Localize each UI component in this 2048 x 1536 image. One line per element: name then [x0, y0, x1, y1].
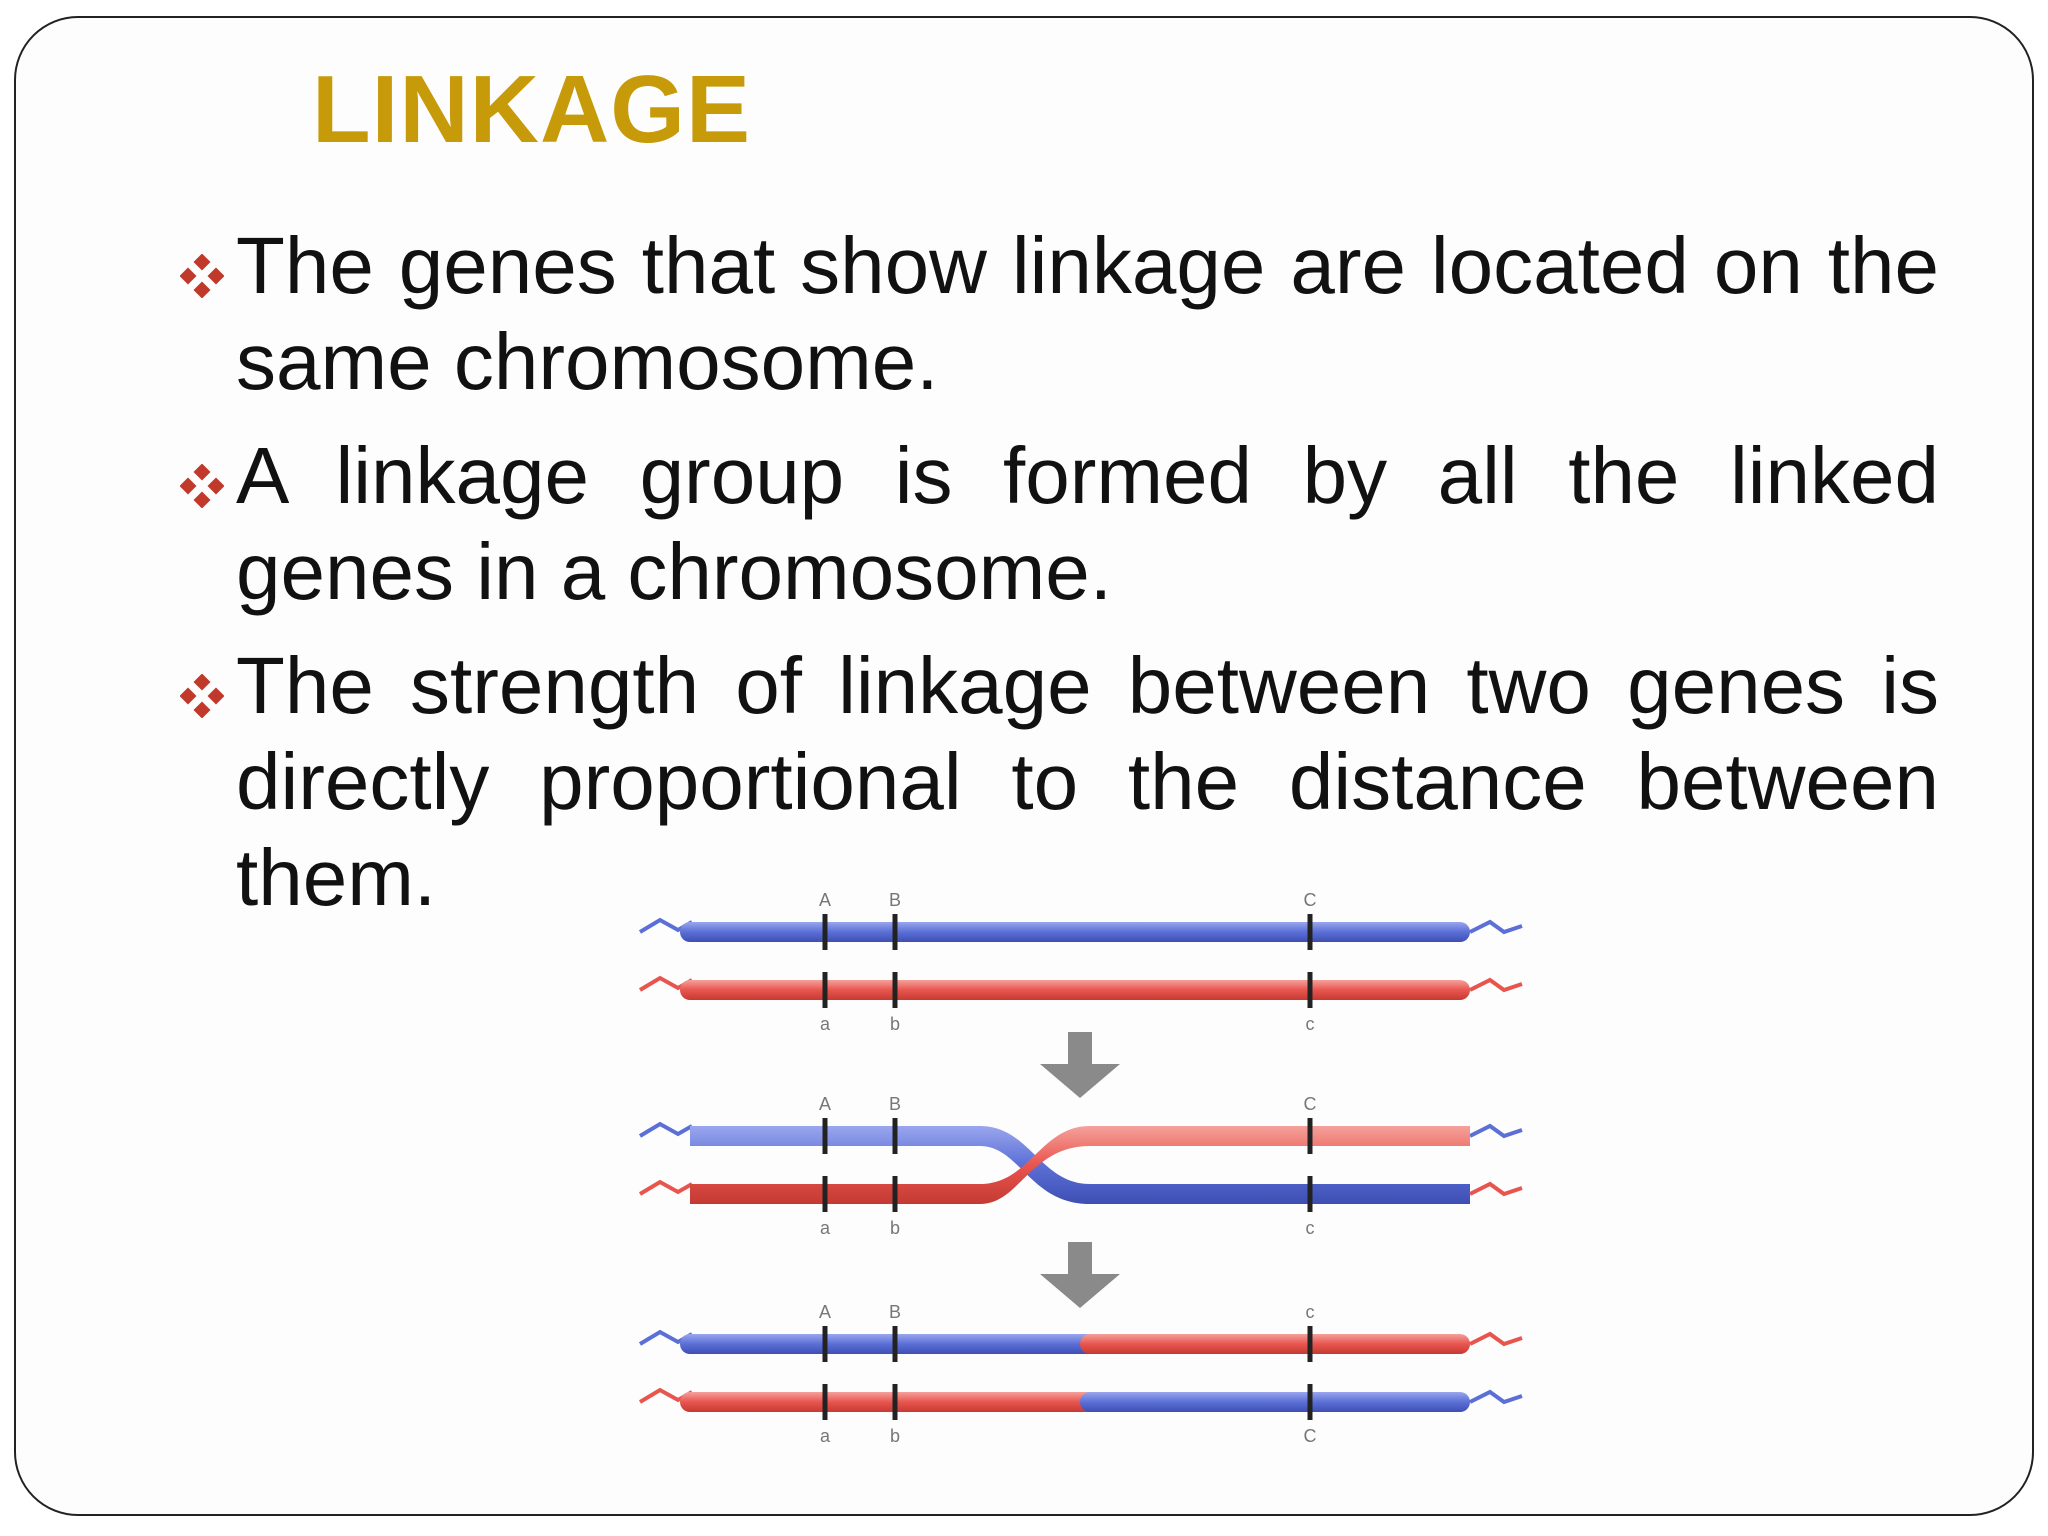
gene-label: b — [890, 1426, 900, 1446]
gene-label: A — [819, 890, 831, 910]
gene-label: A — [819, 1094, 831, 1114]
gene-label: b — [890, 1218, 900, 1238]
gene-label: c — [1306, 1218, 1315, 1238]
gene-label: C — [1304, 1426, 1317, 1446]
bullet-list: The genes that show linkage are located … — [176, 218, 1939, 944]
crossing-over-diagram: A B C a b c A B C a b c — [638, 890, 1523, 1446]
parental-pair: A B C a b c — [638, 890, 1523, 1034]
bullet-item: The genes that show linkage are located … — [176, 218, 1939, 410]
gene-label: A — [819, 1302, 831, 1322]
diamond-bullet-icon — [180, 464, 224, 508]
gene-label: B — [889, 1094, 901, 1114]
gene-label: B — [889, 1302, 901, 1322]
crossover-pair: A B C a b c — [638, 1094, 1523, 1238]
bullet-item: The strength of linkage between two gene… — [176, 638, 1939, 926]
bullet-text: The genes that show linkage are located … — [236, 221, 1939, 406]
recombinant-pair: A B c a b C — [638, 1302, 1523, 1446]
down-arrow-icon — [1040, 1242, 1120, 1308]
gene-label: c — [1306, 1014, 1315, 1034]
bullet-text: The strength of linkage between two gene… — [236, 641, 1939, 922]
slide-title: LINKAGE — [312, 56, 751, 163]
bullet-text: A linkage group is formed by all the lin… — [236, 431, 1939, 616]
gene-label: a — [820, 1218, 831, 1238]
gene-label: a — [820, 1014, 831, 1034]
gene-label: C — [1304, 1094, 1317, 1114]
diamond-bullet-icon — [180, 254, 224, 298]
gene-label: c — [1306, 1302, 1315, 1322]
gene-label: a — [820, 1426, 831, 1446]
gene-label: b — [890, 1014, 900, 1034]
bullet-item: A linkage group is formed by all the lin… — [176, 428, 1939, 620]
gene-label: C — [1304, 890, 1317, 910]
down-arrow-icon — [1040, 1032, 1120, 1098]
diamond-bullet-icon — [180, 674, 224, 718]
slide-frame — [14, 16, 2034, 1516]
gene-label: B — [889, 890, 901, 910]
